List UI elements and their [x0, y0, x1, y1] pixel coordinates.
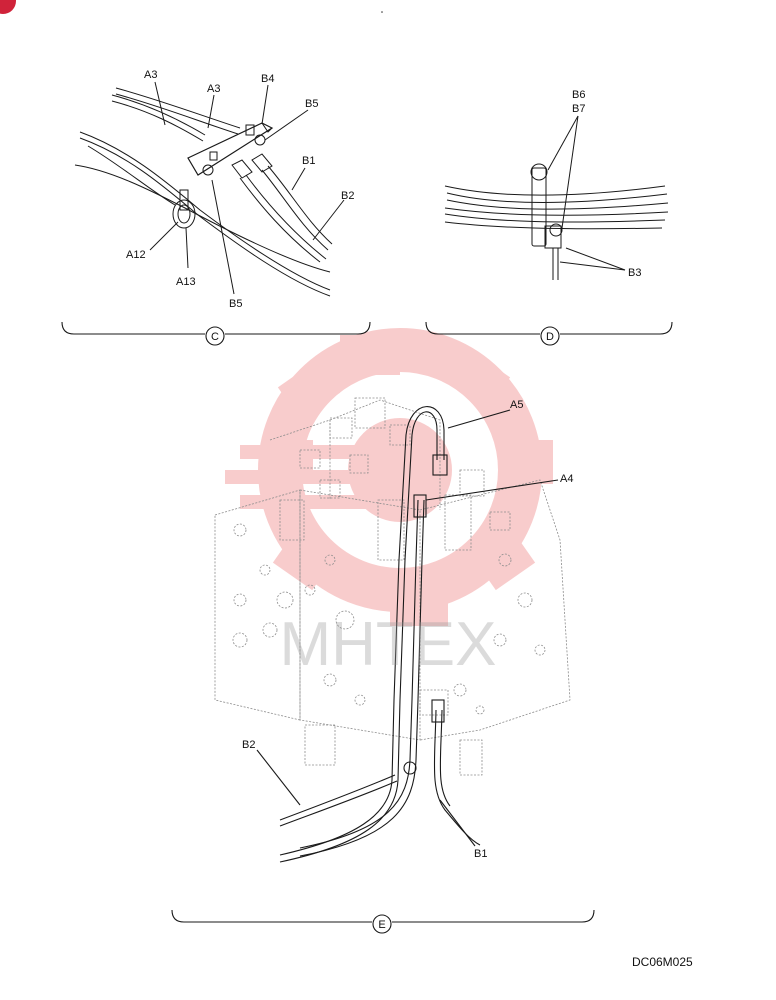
watermark-logo	[225, 328, 553, 626]
callout-c-b5-bottom: B5	[229, 298, 242, 310]
view-d-labels: B6 B7 B3	[572, 89, 641, 279]
callout-d-b7: B7	[572, 103, 585, 115]
callout-c-b2: B2	[341, 190, 354, 202]
view-c-bracket	[61, 321, 371, 346]
view-e-bracket	[171, 909, 595, 934]
callout-c-a3-right: A3	[207, 83, 220, 95]
callout-d-b3: B3	[628, 267, 641, 279]
callout-e-b2: B2	[242, 739, 255, 751]
callout-c-a3-left: A3	[144, 69, 157, 81]
view-c-drawing	[74, 81, 345, 297]
document-code: DC06M025	[632, 955, 693, 969]
callout-e-b1: B1	[474, 848, 487, 860]
watermark-text: MHTEX	[280, 610, 497, 679]
view-c-labels: A3 A3 B4 B5 B1 B2 A12 A13 B5	[126, 69, 354, 310]
view-e-hoses	[256, 406, 559, 863]
callout-c-b4: B4	[261, 73, 274, 85]
view-d-marker: D	[546, 331, 554, 343]
view-d-bracket	[425, 321, 673, 346]
callout-d-b6: B6	[572, 89, 585, 101]
callout-c-a12: A12	[126, 249, 146, 261]
callout-e-a4: A4	[560, 473, 573, 485]
view-c-marker: C	[211, 331, 219, 343]
callout-e-a5: A5	[510, 399, 523, 411]
callout-c-b5-top: B5	[305, 98, 318, 110]
view-d-drawing	[444, 115, 669, 280]
scan-dot	[381, 11, 383, 13]
view-e-marker: E	[378, 919, 385, 931]
callout-c-b1: B1	[302, 155, 315, 167]
view-e-labels: A5 A4 B2 B1	[242, 399, 573, 860]
view-e-valve-block	[214, 397, 571, 776]
callout-c-a13: A13	[176, 276, 196, 288]
